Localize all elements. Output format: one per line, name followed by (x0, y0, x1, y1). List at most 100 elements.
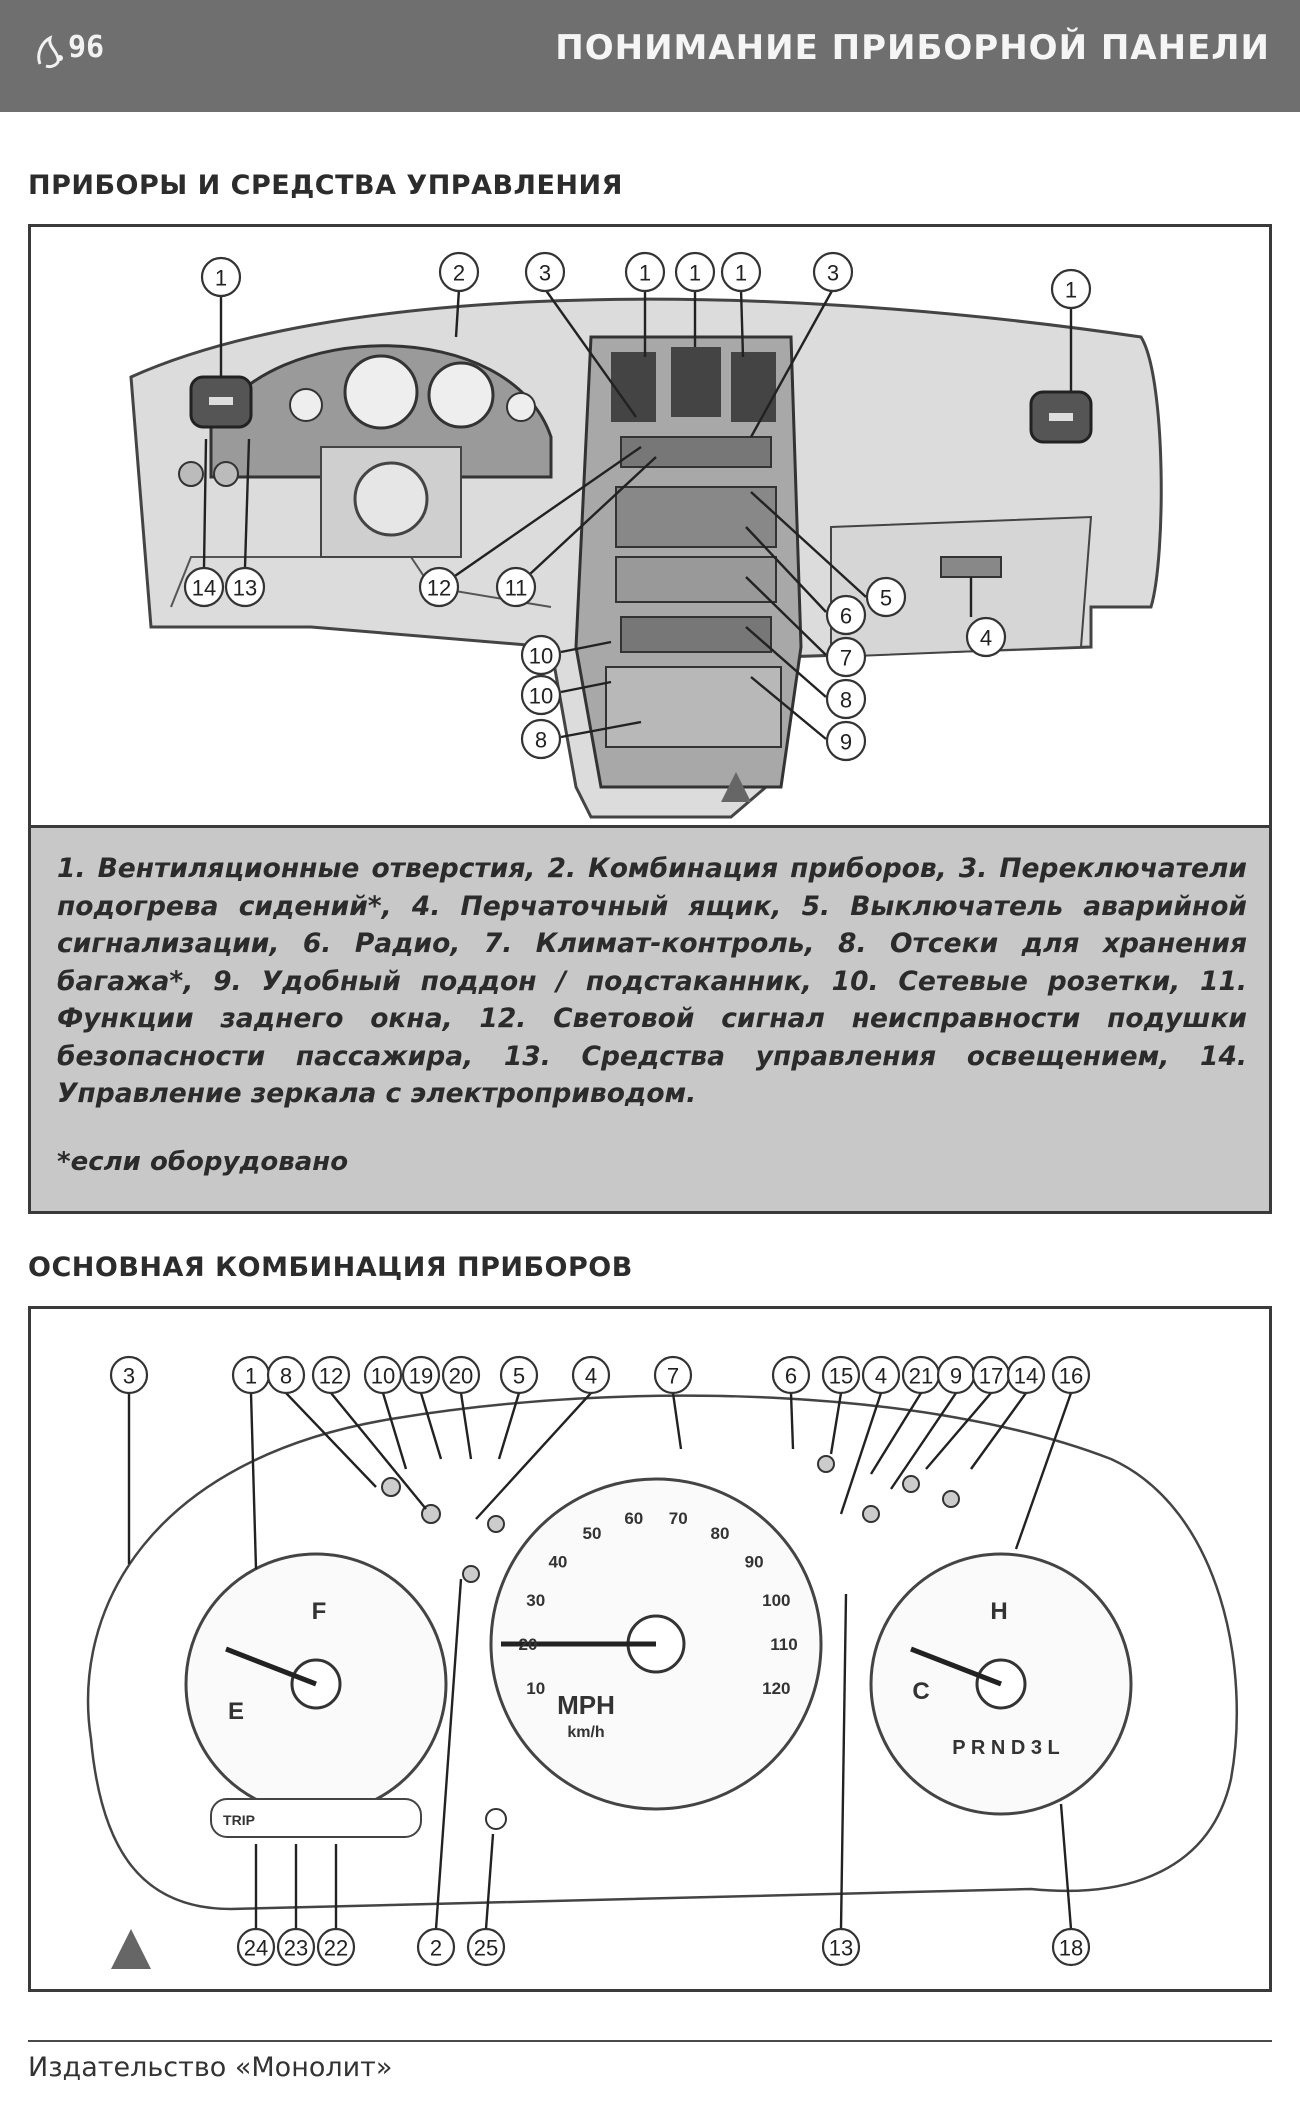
callout-power-outlet-1: 10 (520, 634, 562, 676)
svg-text:5: 5 (880, 586, 892, 611)
fuel-empty-label: E (228, 1698, 244, 1725)
cluster-callout-top-17: 14 (1006, 1355, 1046, 1395)
svg-text:8: 8 (840, 688, 852, 713)
svg-text:6: 6 (840, 604, 852, 629)
speed-tick-label: 70 (669, 1509, 688, 1528)
cluster-callout-top-1: 3 (109, 1355, 149, 1395)
svg-text:3: 3 (827, 261, 839, 286)
cluster-callout-bottom-6: 13 (821, 1927, 861, 1967)
svg-text:4: 4 (980, 626, 992, 651)
svg-text:19: 19 (409, 1364, 433, 1389)
cluster-callout-top-12: 15 (821, 1355, 861, 1395)
speed-tick-label: 30 (526, 1591, 545, 1610)
callout-vent-right: 1 (1050, 268, 1092, 310)
speed-subunit: km/h (567, 1724, 604, 1741)
cluster-callout-top-5: 10 (363, 1355, 403, 1395)
cluster-callout-top-16: 17 (971, 1355, 1011, 1395)
svg-text:1: 1 (639, 261, 651, 286)
speed-tick-label: 40 (548, 1553, 567, 1572)
callout-glovebox: 4 (965, 616, 1007, 658)
svg-text:9: 9 (840, 730, 852, 755)
svg-text:4: 4 (585, 1364, 597, 1389)
callout-climate: 7 (825, 636, 867, 678)
svg-text:1: 1 (245, 1364, 257, 1389)
svg-text:6: 6 (785, 1364, 797, 1389)
svg-text:22: 22 (324, 1936, 348, 1961)
footer-publisher: Издательство «Монолит» (28, 2052, 393, 2083)
svg-text:8: 8 (535, 728, 547, 753)
callout-cupholder: 9 (825, 720, 867, 762)
cluster-callout-bottom-3: 22 (316, 1927, 356, 1967)
svg-text:1: 1 (735, 261, 747, 286)
cluster-callout-top-6: 19 (401, 1355, 441, 1395)
temp-hot-label: H (990, 1598, 1007, 1625)
svg-text:12: 12 (319, 1364, 343, 1389)
speed-tick-label: 20 (519, 1635, 538, 1654)
gear-indicator: P R N D 3 L (952, 1737, 1059, 1759)
cluster-callout-top-2: 1 (231, 1355, 271, 1395)
cluster-callout-bottom-1: 24 (236, 1927, 276, 1967)
callout-vent-center-2: 1 (674, 251, 716, 293)
cluster-callout-top-14: 21 (901, 1355, 941, 1395)
page-number: 96 (68, 30, 105, 65)
svg-text:16: 16 (1059, 1364, 1083, 1389)
callout-lighting: 13 (224, 566, 266, 608)
svg-text:23: 23 (284, 1936, 308, 1961)
speed-tick-label: 10 (526, 1679, 545, 1698)
svg-text:5: 5 (513, 1364, 525, 1389)
callout-storage-2: 8 (520, 718, 562, 760)
svg-text:15: 15 (829, 1364, 853, 1389)
svg-text:1: 1 (1065, 278, 1077, 303)
cluster-callout-top-8: 5 (499, 1355, 539, 1395)
svg-text:8: 8 (280, 1364, 292, 1389)
callout-storage-1: 8 (825, 678, 867, 720)
svg-text:25: 25 (474, 1936, 498, 1961)
callout-power-outlet-2: 10 (520, 674, 562, 716)
section-title-cluster: ОСНОВНАЯ КОМБИНАЦИЯ ПРИБОРОВ (28, 1252, 633, 1283)
svg-text:24: 24 (244, 1936, 268, 1961)
svg-text:13: 13 (829, 1936, 853, 1961)
callout-hazard: 5 (865, 576, 907, 618)
cluster-callout-bottom-7: 18 (1051, 1927, 1091, 1967)
speed-unit: MPH (557, 1690, 615, 1720)
speed-tick-label: 100 (762, 1591, 790, 1610)
page-header: 96 ПОНИМАНИЕ ПРИБОРНОЙ ПАНЕЛИ (0, 0, 1300, 112)
callout-seat-heater-right: 3 (812, 251, 854, 293)
svg-text:13: 13 (233, 576, 257, 601)
dashboard-caption-text: 1. Вентиляционные отверстия, 2. Комбинац… (57, 853, 1247, 1109)
cluster-callout-top-13: 4 (861, 1355, 901, 1395)
cluster-callout-top-11: 6 (771, 1355, 811, 1395)
svg-text:1: 1 (689, 261, 701, 286)
cluster-callout-bottom-2: 23 (276, 1927, 316, 1967)
cluster-callout-top-7: 20 (441, 1355, 481, 1395)
svg-text:4: 4 (875, 1364, 887, 1389)
speed-tick-label: 90 (745, 1553, 764, 1572)
svg-text:10: 10 (371, 1364, 395, 1389)
cluster-callout-top-3: 8 (266, 1355, 306, 1395)
svg-text:3: 3 (123, 1364, 135, 1389)
callout-vent-center-1: 1 (624, 251, 666, 293)
fuel-full-label: F (312, 1598, 327, 1625)
callout-vent-center-3: 1 (720, 251, 762, 293)
callout-seat-heater-left: 3 (524, 251, 566, 293)
dashboard-caption-note: *если оборудовано (57, 1146, 349, 1177)
speed-tick-label: 110 (770, 1635, 797, 1654)
speed-tick-label: 50 (583, 1524, 602, 1543)
temp-cold-label: C (912, 1678, 929, 1705)
callout-airbag-light: 12 (418, 566, 460, 608)
svg-text:10: 10 (529, 644, 553, 669)
svg-text:3: 3 (539, 261, 551, 286)
cluster-callout-bottom-4: 2 (416, 1927, 456, 1967)
speed-tick-label: 80 (711, 1524, 730, 1543)
svg-text:18: 18 (1059, 1936, 1083, 1961)
svg-text:9: 9 (950, 1364, 962, 1389)
cluster-callout-top-9: 4 (571, 1355, 611, 1395)
svg-text:20: 20 (449, 1364, 473, 1389)
callout-cluster: 2 (438, 251, 480, 293)
dashboard-illustration: 1 2 3 1 1 1 3 1 14 13 12 11 5 4 6 10 10 … (129, 251, 1163, 819)
svg-text:2: 2 (453, 261, 465, 286)
svg-text:11: 11 (505, 576, 528, 601)
